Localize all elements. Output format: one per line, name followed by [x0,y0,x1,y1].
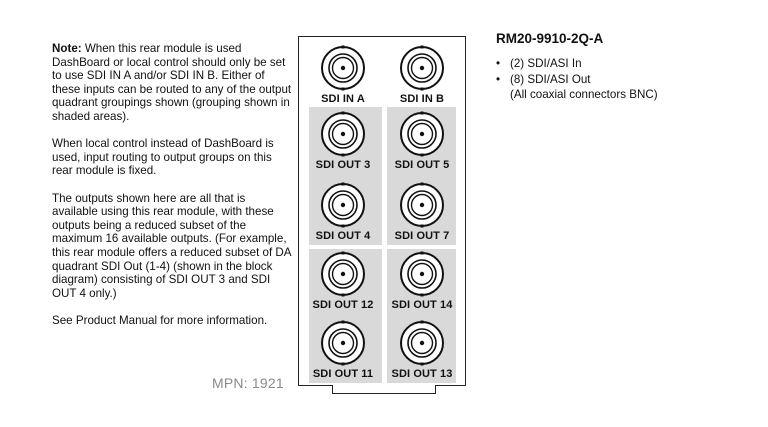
note-paragraph-3: The outputs shown here are all that is a… [52,191,291,300]
bnc-connector-icon [320,320,366,366]
bnc-connector-icon [320,251,366,297]
note-paragraph-2: When local control instead of DashBoard … [52,137,274,178]
connector-label: SDI OUT 7 [394,230,450,242]
connector-label: SDI OUT 4 [315,230,371,242]
spec-connector-note: (All coaxial connectors BNC) [510,88,658,101]
connector-label: SDI IN B [399,93,445,105]
connector-sdi-out-5: SDI OUT 5 [384,111,460,171]
note-paragraph-4: See Product Manual for more information. [52,313,268,327]
connector-sdi-out-12: SDI OUT 12 [305,251,381,311]
connector-sdi-out-14: SDI OUT 14 [384,251,460,311]
spec-item-outputs: • (8) SDI/ASI Out [496,72,658,88]
bullet-icon: • [496,72,501,86]
note-paragraph-1: Note: When this rear module is used Dash… [52,42,292,124]
connector-label: SDI IN A [321,93,365,105]
connector-sdi-in-a: SDI IN A [305,45,381,105]
model-title: RM20-9910-2Q-A [496,31,604,46]
connector-label: SDI OUT 12 [312,299,374,311]
bnc-connector-icon [399,45,445,91]
spec-item-label: (2) SDI/ASI In [510,57,582,70]
bnc-connector-icon [399,251,445,297]
bnc-connector-icon [320,111,366,157]
note-text-block: Note: When this rear module is used Dash… [52,42,292,341]
connector-label: SDI OUT 5 [394,159,450,171]
bullet-icon: • [496,57,501,70]
connector-sdi-out-11: SDI OUT 11 [305,320,381,380]
rear-module-panel: SDI IN A SDI IN B SDI OUT 3 SDI OUT 5 SD… [298,36,466,386]
connector-sdi-in-b: SDI IN B [384,45,460,105]
bnc-connector-icon [320,45,366,91]
spec-list: • (2) SDI/ASI In • (8) SDI/ASI Out (All co… [496,56,658,103]
connector-label: SDI OUT 11 [312,368,374,380]
connector-label: SDI OUT 14 [391,299,453,311]
bnc-connector-icon [399,111,445,157]
bnc-connector-icon [399,182,445,228]
note-lead: Note: [52,42,82,55]
connector-sdi-out-7: SDI OUT 7 [384,182,460,242]
mpn-label: MPN: 1921 [212,375,284,391]
spec-item-label: (8) SDI/ASI Out [510,72,591,86]
connector-sdi-out-13: SDI OUT 13 [384,320,460,380]
connector-label: SDI OUT 13 [391,368,453,380]
module-pull-tab [332,385,436,394]
connector-sdi-out-4: SDI OUT 4 [305,182,381,242]
bnc-connector-icon [320,182,366,228]
spec-item-inputs: • (2) SDI/ASI In [496,56,658,72]
connector-sdi-out-3: SDI OUT 3 [305,111,381,171]
connector-label: SDI OUT 3 [315,159,371,171]
bnc-connector-icon [399,320,445,366]
note-paragraph-1-body: When this rear module is used DashBoard … [52,42,292,123]
